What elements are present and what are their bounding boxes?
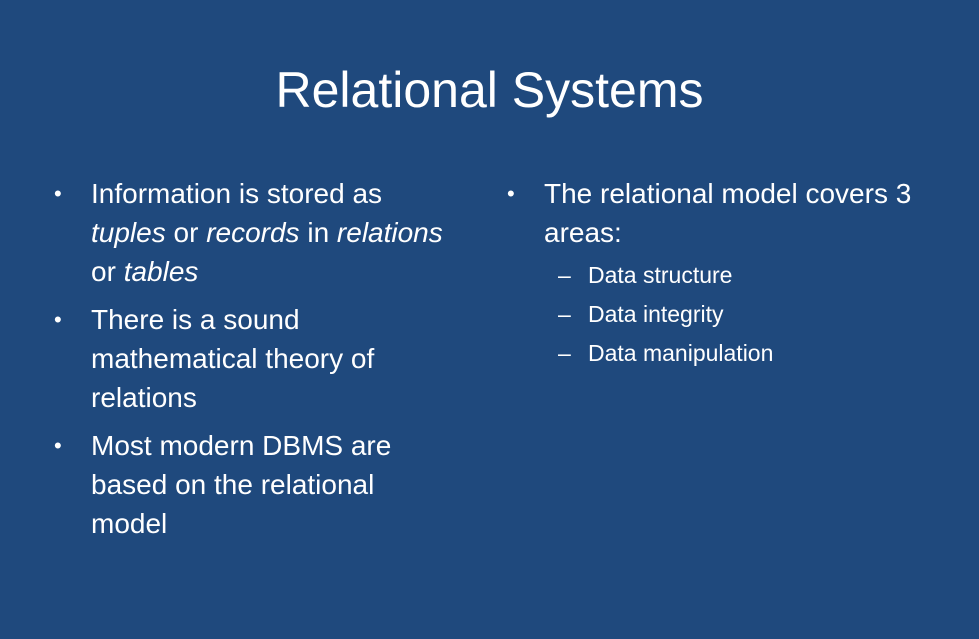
left-bullet-list: • Information is stored as tuples or rec… [52,174,452,543]
bullet-text-1: Information is stored as tuples or recor… [91,178,443,287]
sub-item-data-integrity: – Data integrity [544,295,945,334]
bullet-marker: • [507,181,515,206]
left-bullet-1: • Information is stored as tuples or rec… [52,174,452,291]
bullet-marker: • [54,307,62,332]
bullet-marker: • [54,433,62,458]
dash-marker: – [558,340,571,366]
bullet-marker: • [54,181,62,206]
left-bullet-2: • There is a sound mathematical theory o… [52,300,452,417]
right-bullet-text: The relational model covers 3 areas: [544,178,912,248]
right-bullet-1: • The relational model covers 3 areas: –… [505,174,945,373]
left-bullet-3: • Most modern DBMS are based on the rela… [52,426,452,543]
dash-marker: – [558,262,571,288]
bullet-text-3: Most modern DBMS are based on the relati… [91,430,392,539]
sub-item-data-structure: – Data structure [544,256,945,295]
right-column: • The relational model covers 3 areas: –… [505,174,945,382]
sub-item-label: Data structure [588,262,733,288]
sub-item-data-manipulation: – Data manipulation [544,334,945,373]
sub-item-label: Data manipulation [588,340,774,366]
sub-bullet-list: – Data structure – Data integrity – Data… [544,256,945,373]
sub-item-label: Data integrity [588,301,724,327]
left-column: • Information is stored as tuples or rec… [52,174,452,552]
bullet-text-2: There is a sound mathematical theory of … [91,304,375,413]
right-bullet-list: • The relational model covers 3 areas: –… [505,174,945,373]
dash-marker: – [558,301,571,327]
slide-title: Relational Systems [275,62,704,118]
